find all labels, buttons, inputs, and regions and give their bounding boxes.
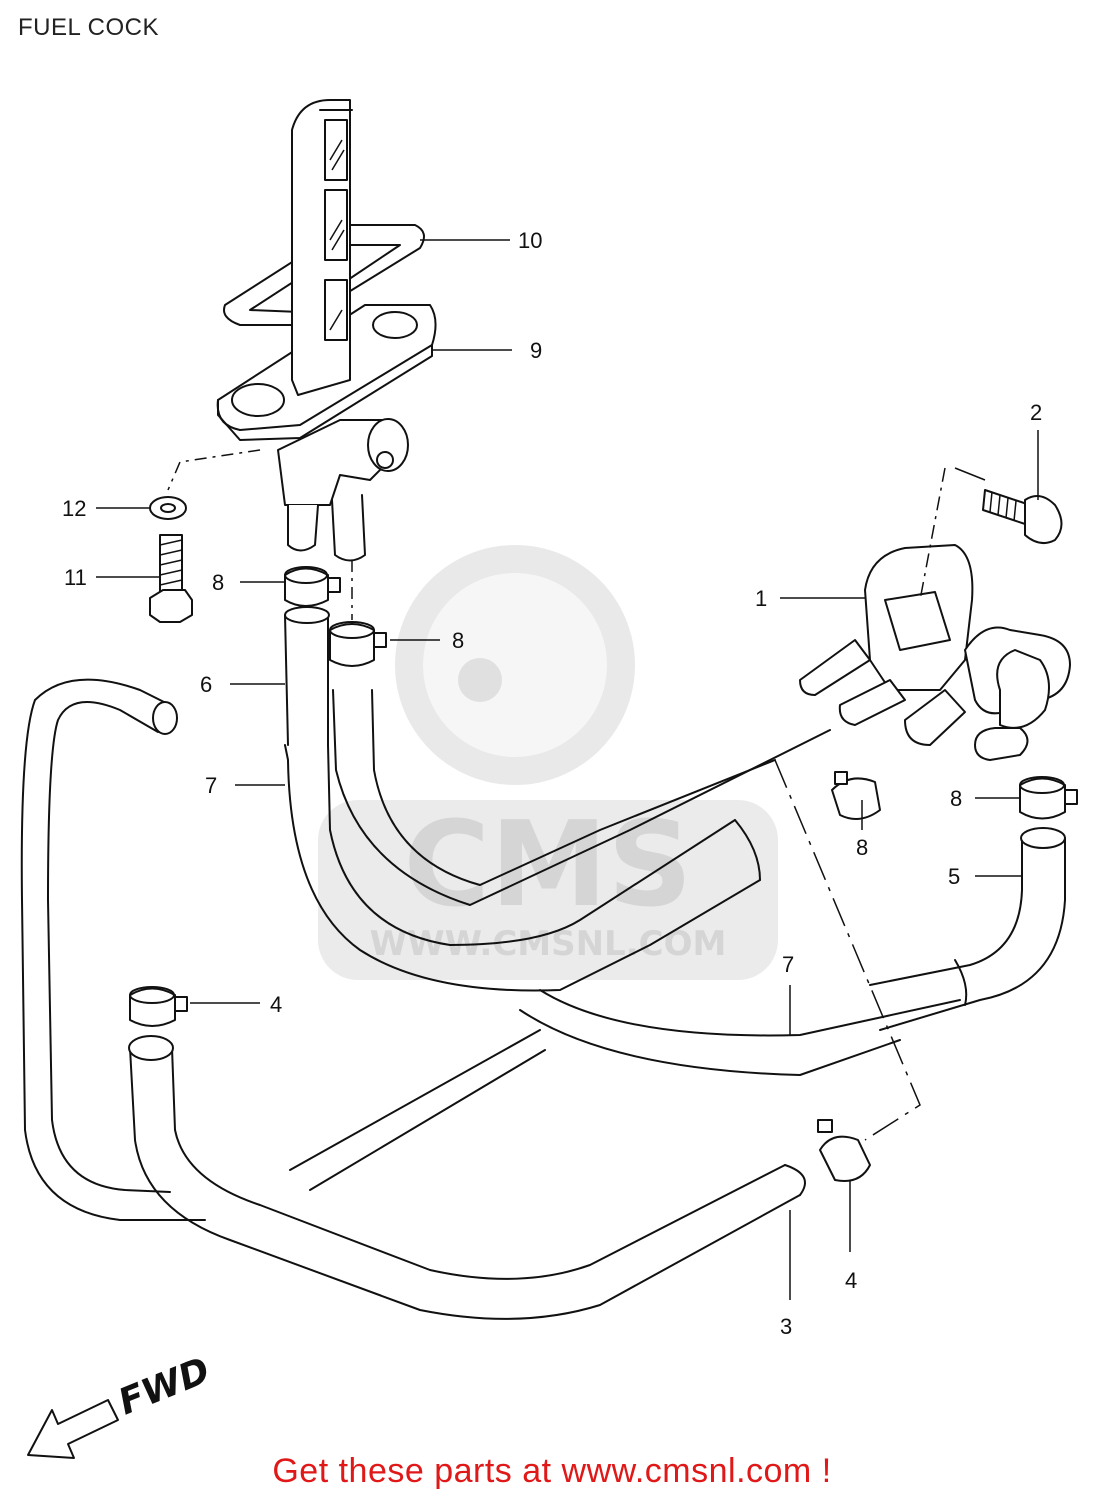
callout-6: 6	[200, 672, 212, 697]
callout-8-a: 8	[212, 570, 224, 595]
callout-2: 2	[1030, 400, 1042, 425]
fuel-cock-filter-stem	[291, 99, 353, 396]
callout-3: 3	[780, 1314, 792, 1339]
hose-3	[128, 1029, 806, 1320]
callout-8-c: 8	[856, 835, 868, 860]
callout-8-b: 8	[452, 628, 464, 653]
fwd-label: FWD	[113, 1350, 216, 1423]
clamp-4-b	[817, 1119, 871, 1182]
callout-labels: 10 9 2 12 11 8 1 8 6 7 8 8 5 7 4 4 3	[62, 228, 1042, 1339]
clamp-8-a	[284, 566, 341, 607]
watermark-logo-text: CMS	[403, 795, 692, 933]
clamp-8-d	[1019, 776, 1078, 820]
hose-7-right	[519, 989, 961, 1076]
callout-5: 5	[948, 864, 960, 889]
hose-6	[284, 606, 330, 746]
watermark-url-text: WWW.CMSNL.COM	[370, 924, 727, 964]
hose-5	[869, 827, 1066, 1031]
callout-8-d: 8	[950, 786, 962, 811]
clamp-4-a	[129, 986, 188, 1027]
get-parts-link[interactable]: Get these parts at www.cmsnl.com !	[272, 1452, 832, 1490]
fuel-cock-body	[277, 418, 409, 562]
callout-7-a: 7	[205, 773, 217, 798]
clamp-8-c	[831, 771, 881, 820]
part-12-washer	[149, 496, 187, 520]
clamp-8-b	[329, 621, 387, 667]
callout-1: 1	[755, 586, 767, 611]
callout-4-b: 4	[845, 1268, 857, 1293]
callout-11: 11	[64, 565, 87, 590]
callout-9: 9	[530, 338, 542, 363]
watermark-logo: CMS WWW.CMSNL.COM	[318, 545, 778, 980]
hose-7-left	[284, 689, 831, 992]
part-2-bolt	[982, 489, 1063, 545]
part-1-valve	[799, 544, 1071, 761]
part-11-screw	[149, 534, 193, 623]
callout-4-a: 4	[270, 992, 282, 1017]
hose-overflow	[20, 678, 206, 1221]
page-title: FUEL COCK	[18, 14, 159, 41]
callout-7-b: 7	[782, 952, 794, 977]
callout-10: 10	[518, 228, 542, 253]
fwd-arrow: FWD	[27, 1350, 216, 1459]
callout-12: 12	[62, 496, 86, 521]
leader-lines	[96, 239, 1039, 1300]
